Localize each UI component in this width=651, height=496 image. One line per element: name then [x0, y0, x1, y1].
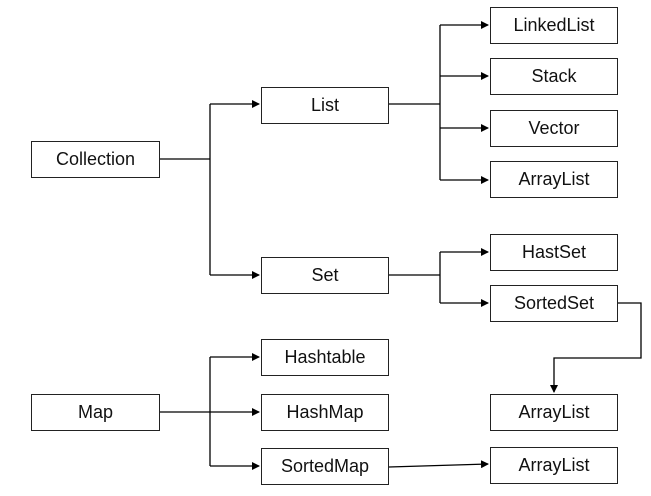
connector-sortedset-to-arraylist: [550, 302, 642, 393]
node-vector: Vector: [490, 110, 618, 147]
node-sortedset: SortedSet: [490, 285, 618, 322]
node-set: Set: [261, 257, 389, 294]
node-arraylist: ArrayList: [490, 161, 618, 198]
node-list: List: [261, 87, 389, 124]
node-hashtable: Hashtable: [261, 339, 389, 376]
node-arraylist-from-sortedmap: ArrayList: [490, 447, 618, 484]
node-stack: Stack: [490, 58, 618, 95]
node-hashmap: HashMap: [261, 394, 389, 431]
node-hastset: HastSet: [490, 234, 618, 271]
connector-sortedmap-to-arraylist: [388, 460, 489, 469]
node-linkedlist: LinkedList: [490, 7, 618, 44]
node-sortedmap: SortedMap: [261, 448, 389, 485]
connector-collection-trunk: [160, 104, 211, 275]
connector-map-trunk: [160, 357, 211, 466]
connector-list-trunk: [389, 25, 441, 180]
connector-set-trunk: [389, 252, 441, 303]
node-arraylist-under-sortedset: ArrayList: [490, 394, 618, 431]
node-map: Map: [31, 394, 160, 431]
node-collection: Collection: [31, 141, 160, 178]
